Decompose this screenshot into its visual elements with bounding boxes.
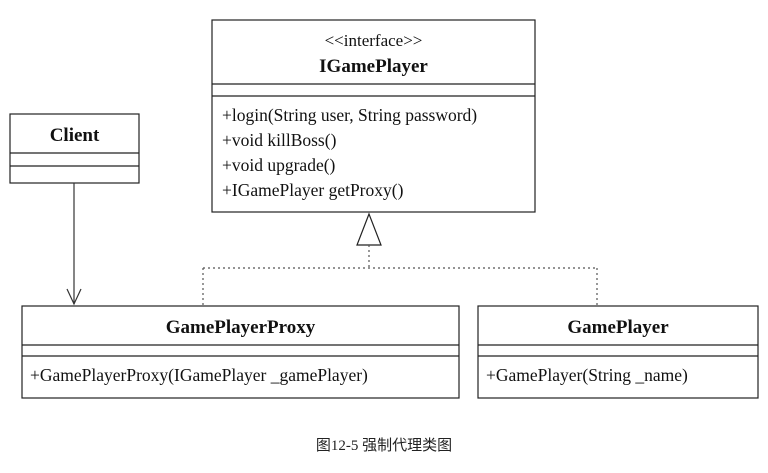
interface-method-killboss: +void killBoss(): [222, 130, 337, 150]
association-connector: [66, 183, 82, 306]
interface-method-upgrade: +void upgrade(): [222, 155, 336, 175]
igameplayer-interface-box: <<interface>> IGamePlayer +login(String …: [211, 19, 536, 213]
proxy-method-constructor: +GamePlayerProxy(IGamePlayer _gamePlayer…: [30, 365, 368, 385]
client-box-frame: [9, 113, 140, 184]
igameplayer-box-frame: [211, 19, 536, 213]
proxy-box-frame: [21, 305, 460, 399]
interface-method-login: +login(String user, String password): [222, 105, 477, 125]
interface-name: IGamePlayer: [319, 56, 428, 77]
gameplayer-method-constructor: +GamePlayer(String _name): [486, 365, 688, 385]
realization-triangle-arrowhead: [356, 212, 382, 246]
gameplayer-name: GamePlayer: [567, 317, 669, 338]
client-name: Client: [50, 125, 100, 146]
proxy-name: GamePlayerProxy: [166, 317, 316, 338]
figure-caption: 图12-5 强制代理类图: [316, 437, 452, 454]
gameplayer-class-box: GamePlayer +GamePlayer(String _name): [477, 305, 759, 399]
gameplayerproxy-class-box: GamePlayerProxy +GamePlayerProxy(IGamePl…: [21, 305, 460, 399]
association-arrowhead: [66, 288, 82, 306]
interface-method-getproxy: +IGamePlayer getProxy(): [222, 180, 404, 200]
realization-connector: [202, 212, 598, 306]
gameplayer-box-frame: [477, 305, 759, 399]
interface-stereotype: <<interface>>: [325, 31, 423, 50]
client-class-box: Client: [9, 113, 140, 184]
